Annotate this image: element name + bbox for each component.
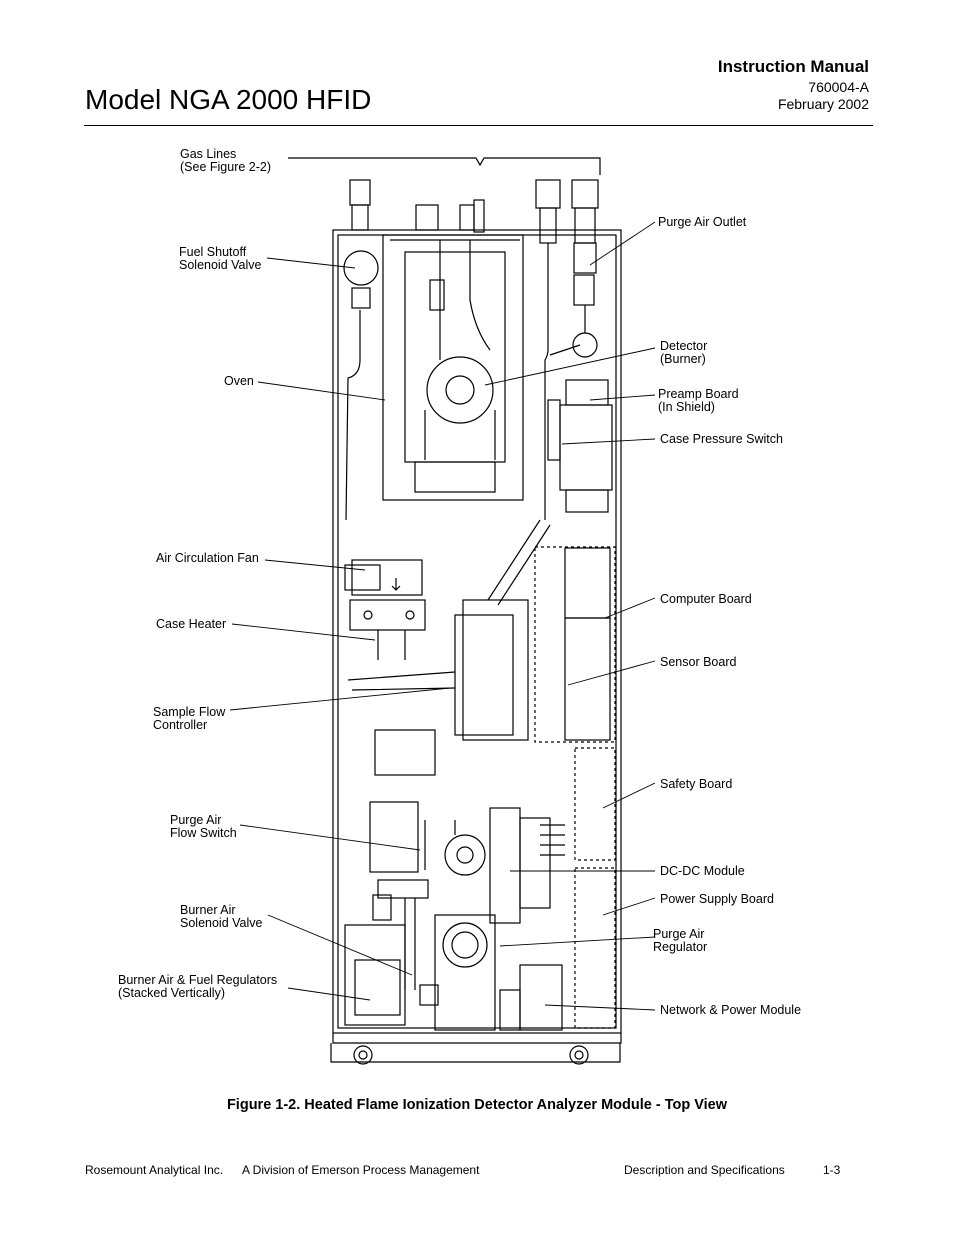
network-power-module-drawing xyxy=(499,964,563,1031)
label-detector: Detector (Burner) xyxy=(660,339,708,366)
label-sensor-board: Sensor Board xyxy=(660,655,737,669)
label-fuel-shutoff: Fuel Shutoff Solenoid Valve xyxy=(179,245,262,272)
manual-label: Instruction Manual xyxy=(717,57,869,76)
gas-fittings xyxy=(349,179,599,244)
label-gas-lines: Gas Lines (See Figure 2-2) xyxy=(180,147,272,174)
page-number: 1-3 xyxy=(823,1163,841,1177)
label-burner-air-valve: Burner Air Solenoid Valve xyxy=(180,903,263,930)
footer-section: Description and Specifications xyxy=(624,1163,785,1177)
case-heater-drawing xyxy=(349,599,426,660)
label-dcdc: DC-DC Module xyxy=(660,864,745,878)
sample-flow-controller-drawing xyxy=(347,519,551,741)
label-air-fan: Air Circulation Fan xyxy=(156,551,259,565)
footer-division: A Division of Emerson Process Management xyxy=(242,1163,480,1177)
dc-dc-module-drawing xyxy=(489,807,565,924)
label-case-pressure: Case Pressure Switch xyxy=(660,432,783,446)
fuel-shutoff-solenoid-drawing xyxy=(343,250,379,521)
gas-lines-bracket xyxy=(288,157,601,175)
label-sample-flow: Sample Flow Controller xyxy=(153,705,226,732)
air-circulation-fan-drawing xyxy=(344,559,423,596)
regulators-drawing xyxy=(344,924,439,1026)
electronics-boards xyxy=(534,546,616,1029)
header-divider xyxy=(84,125,873,126)
label-power-supply: Power Supply Board xyxy=(660,892,774,906)
figure-caption: Figure 1-2. Heated Flame Ionization Dete… xyxy=(226,1097,728,1113)
label-computer-board: Computer Board xyxy=(660,592,752,606)
label-oven: Oven xyxy=(224,374,254,388)
oven-drawing xyxy=(382,234,524,501)
label-preamp: Preamp Board (In Shield) xyxy=(658,387,739,414)
computer-board-drawing xyxy=(564,547,611,741)
label-case-heater: Case Heater xyxy=(156,617,227,631)
label-network-power: Network & Power Module xyxy=(660,1003,802,1017)
detector-burner-drawing xyxy=(424,240,496,460)
module-housing xyxy=(330,229,622,1063)
label-purge-regulator: Purge Air Regulator xyxy=(653,927,708,954)
label-safety-board: Safety Board xyxy=(660,777,733,791)
purge-air-flow-switch-drawing xyxy=(369,729,486,876)
purge-outlet-drawing xyxy=(544,242,598,520)
footer-company: Rosemount Analytical Inc. xyxy=(85,1163,224,1177)
label-purge-outlet: Purge Air Outlet xyxy=(658,215,747,229)
leader-lines xyxy=(229,221,656,1011)
document-date: February 2002 xyxy=(777,96,869,112)
page-title: Model NGA 2000 HFID xyxy=(85,84,372,115)
purge-air-regulator-drawing xyxy=(434,914,496,1031)
document-number: 760004-A xyxy=(808,79,869,95)
mounting-bolts xyxy=(353,1045,589,1065)
label-regulators: Burner Air & Fuel Regulators (Stacked Ve… xyxy=(118,973,278,1000)
label-purge-flow-switch: Purge Air Flow Switch xyxy=(170,813,237,840)
preamp-board-drawing xyxy=(547,379,613,513)
